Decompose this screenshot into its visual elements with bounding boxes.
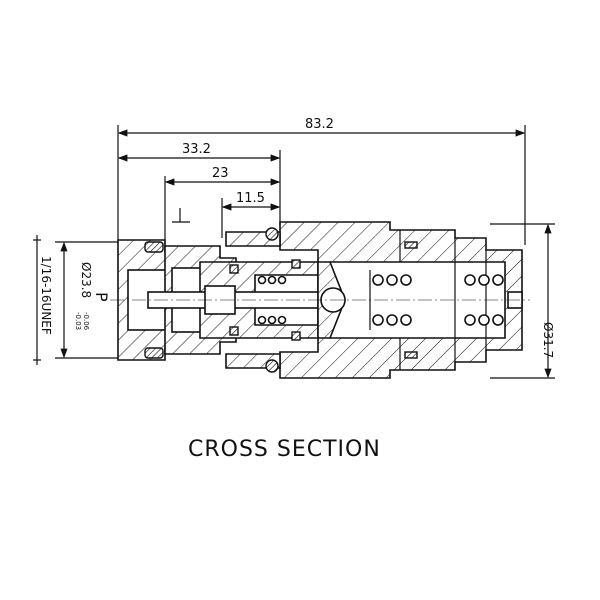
port-t-marker xyxy=(172,208,190,223)
dimension-overall-length: 83.2 xyxy=(117,117,526,245)
caption-cross-section: CROSS SECTION xyxy=(188,437,381,462)
dim-length-b-text: 23 xyxy=(212,166,229,181)
dim-inner-diameter-text: Ø23.8 xyxy=(79,262,93,298)
pilot-spring xyxy=(257,275,287,325)
dimension-length-c: 11.5 xyxy=(221,191,281,238)
dimension-length-a: 33.2 xyxy=(117,142,281,225)
dimension-outer-diameter: Ø31.7 xyxy=(490,223,555,379)
dim-outer-diameter-text: Ø31.7 xyxy=(541,322,555,358)
dim-length-a-text: 33.2 xyxy=(182,142,211,157)
o-rings xyxy=(144,227,418,373)
dimension-length-b: 23 xyxy=(164,166,281,245)
dim-inner-tol-lower: -0.06 xyxy=(82,312,90,331)
dimension-thread: 1/16-16UNEF xyxy=(33,235,53,365)
dim-inner-tol-upper: -0.03 xyxy=(74,312,82,330)
dim-overall-length-text: 83.2 xyxy=(305,117,334,132)
dimension-inner-diameter: Ø23.8 -0.03 -0.06 xyxy=(55,241,118,359)
main-spring xyxy=(369,270,504,330)
dim-length-c-text: 11.5 xyxy=(236,191,265,206)
port-p-label: P xyxy=(92,292,111,302)
dim-thread-text: 1/16-16UNEF xyxy=(39,256,53,335)
